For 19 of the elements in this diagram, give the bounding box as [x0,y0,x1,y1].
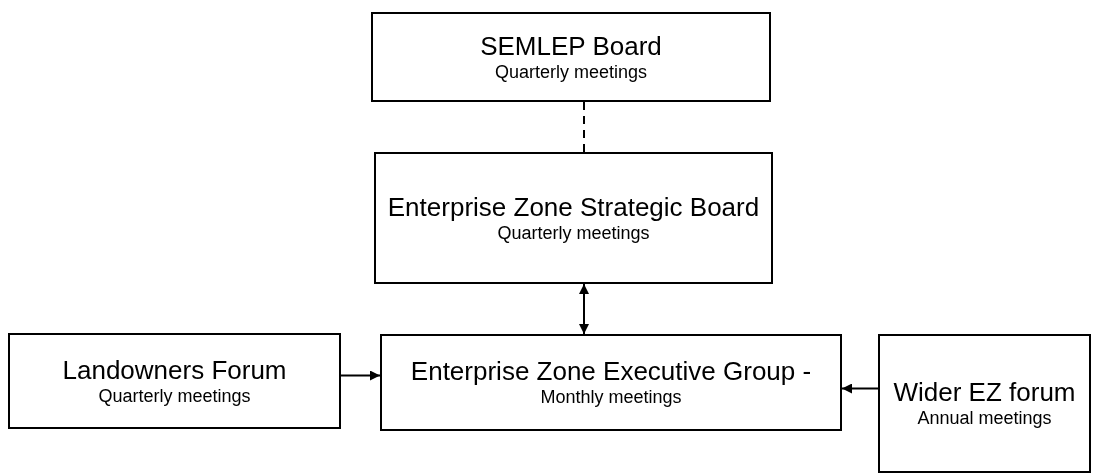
process-box [380,334,842,431]
process-box [878,334,1091,473]
meeting-frequency: Monthly meetings [540,387,682,408]
process-box [371,12,771,102]
meeting-frequency: Annual meetings [917,408,1052,429]
box-title: Enterprise Zone Strategic Board [387,191,760,222]
process-box [374,152,773,284]
meeting-frequency: Quarterly meetings [494,61,648,82]
box-title: Wider EZ forum [893,377,1076,408]
box-title: SEMLEP Board [480,30,662,61]
box-title: Enterprise Zone Executive Group - [410,356,812,387]
box-title: Landowners Forum [62,354,287,385]
arrow [340,370,381,381]
arrow [841,383,879,394]
connector-line [583,101,585,153]
meeting-frequency: Quarterly meetings [98,385,251,406]
process-box [8,333,341,429]
arrow [579,283,589,335]
meeting-frequency: Quarterly meetings [497,222,650,243]
